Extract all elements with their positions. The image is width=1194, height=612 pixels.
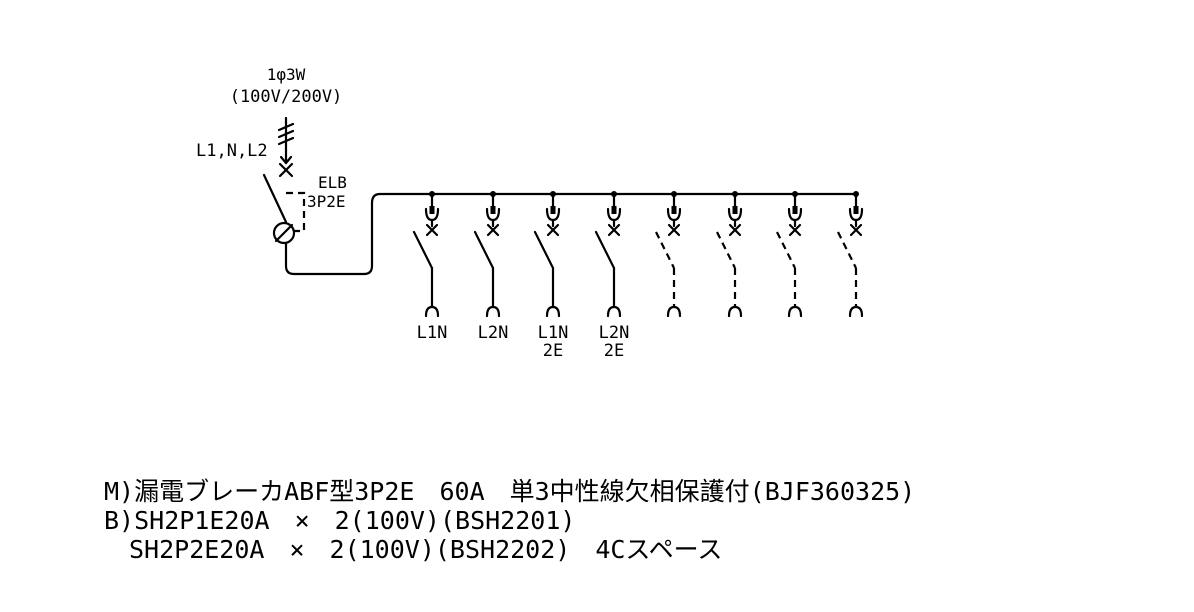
branch-4-sublabel: 2E xyxy=(604,341,624,361)
incoming-feeder xyxy=(277,116,295,165)
branch-6 xyxy=(716,191,743,318)
main-breaker-poles: 3P2E xyxy=(307,192,346,211)
conductor-label: L1,N,L2 xyxy=(196,141,268,161)
supply-phase-label: 1φ3W xyxy=(267,65,306,84)
branch-3-label: L1N xyxy=(538,323,569,343)
branch-2: L2N xyxy=(473,191,509,343)
branch-5 xyxy=(655,191,682,318)
branch-8 xyxy=(837,191,864,318)
main-breaker-elb xyxy=(262,162,855,276)
branch-7 xyxy=(776,191,803,318)
supply-voltage-label: (100V/200V) xyxy=(230,87,343,107)
main-breaker-type: ELB xyxy=(318,173,347,192)
branch-4-label: L2N xyxy=(599,323,630,343)
branch-1: L1N xyxy=(412,191,448,343)
note-branch-2e: SH2P2E20A × 2(100V)(BSH2202) 4Cスペース xyxy=(104,535,722,564)
branch-1-label: L1N xyxy=(417,323,448,343)
branch-2-label: L2N xyxy=(478,323,509,343)
branch-3-sublabel: 2E xyxy=(543,341,563,361)
note-main-breaker: M)漏電ブレーカABF型3P2E 60A 単3中性線欠相保護付(BJF36032… xyxy=(104,477,915,506)
note-branch-1e: B)SH2P1E20A × 2(100V)(BSH2201) xyxy=(104,506,575,535)
